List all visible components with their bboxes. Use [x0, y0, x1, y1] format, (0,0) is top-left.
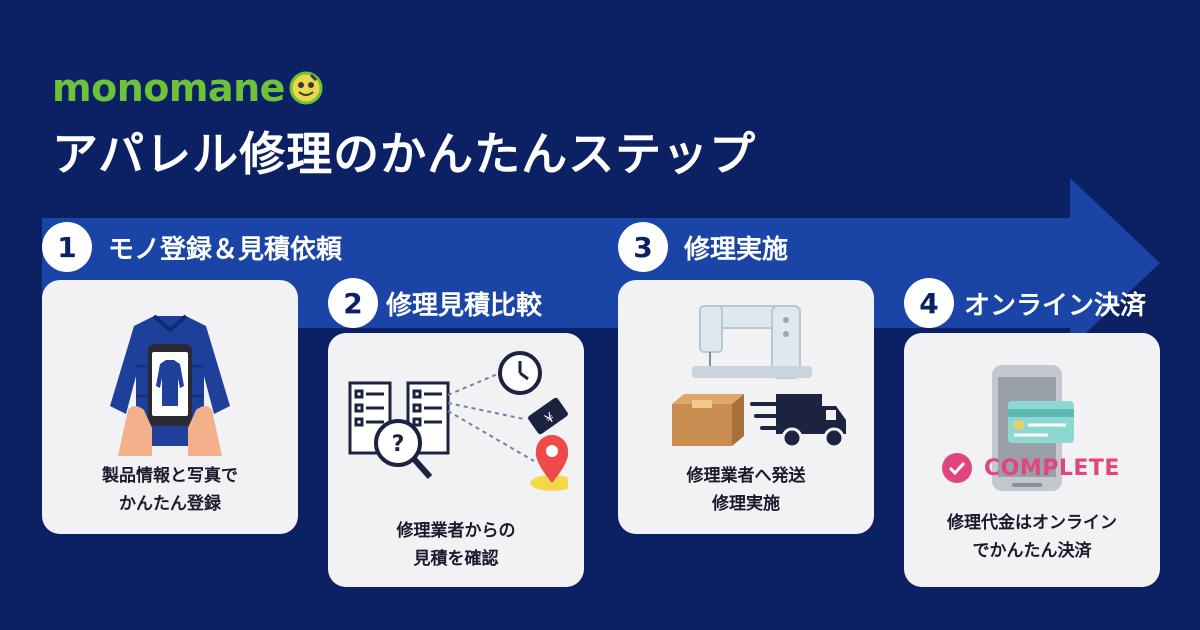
quote-compare-icon: ? ¥	[348, 351, 568, 491]
page-title: アパレル修理のかんたんステップ	[52, 127, 757, 181]
step-1-description: 製品情報と写真で かんたん登録	[42, 462, 298, 518]
brand-logo: monomane	[52, 66, 323, 110]
step-1-line-2: かんたん登録	[119, 494, 221, 514]
brand-mark-icon	[289, 71, 323, 105]
step-3-label: 3 修理実施	[618, 222, 788, 272]
step-2-card: ? ¥ 修理業者からの 見積を確認	[328, 333, 584, 587]
sewing-shipping-icon	[672, 305, 846, 449]
step-4-line-2: でかんたん決済	[972, 541, 1092, 561]
phone-photo-jacket-icon	[110, 314, 230, 456]
step-3-line-2: 修理実施	[712, 494, 780, 514]
complete-label: COMPLETE	[984, 455, 1120, 481]
step-1-number: 1	[42, 222, 92, 272]
online-payment-icon	[992, 365, 1074, 491]
check-icon	[942, 453, 972, 483]
progress-arrow	[42, 178, 1160, 348]
step-2-label: 2 修理見積比較	[328, 278, 542, 328]
step-3-title: 修理実施	[684, 234, 789, 265]
step-3-description: 修理業者へ発送 修理実施	[618, 462, 874, 518]
svg-text:?: ?	[392, 432, 405, 457]
step-1-line-1: 製品情報と写真で	[102, 466, 238, 486]
step-1-label: 1 モノ登録＆見積依頼	[42, 222, 342, 272]
step-4-title: オンライン決済	[964, 290, 1147, 321]
brand-name: monomane	[52, 66, 285, 110]
step-2-number: 2	[328, 278, 378, 328]
step-1-card: 製品情報と写真で かんたん登録	[42, 280, 298, 534]
step-4-line-1: 修理代金はオンライン	[947, 513, 1117, 533]
step-2-line-2: 見積を確認	[413, 549, 499, 569]
step-4-card: COMPLETE 修理代金はオンライン でかんたん決済	[904, 333, 1160, 587]
step-4-number: 4	[904, 278, 954, 328]
step-3-line-1: 修理業者へ発送	[686, 466, 806, 486]
step-2-title: 修理見積比較	[386, 290, 543, 321]
step-3-number: 3	[618, 222, 668, 272]
step-4-description: 修理代金はオンライン でかんたん決済	[904, 509, 1160, 565]
step-2-line-1: 修理業者からの	[396, 521, 516, 541]
complete-badge: COMPLETE	[942, 453, 1120, 483]
step-3-card: 修理業者へ発送 修理実施	[618, 280, 874, 534]
step-1-title: モノ登録＆見積依頼	[108, 234, 343, 265]
step-2-description: 修理業者からの 見積を確認	[328, 517, 584, 573]
step-4-label: 4 オンライン決済	[904, 278, 1146, 328]
